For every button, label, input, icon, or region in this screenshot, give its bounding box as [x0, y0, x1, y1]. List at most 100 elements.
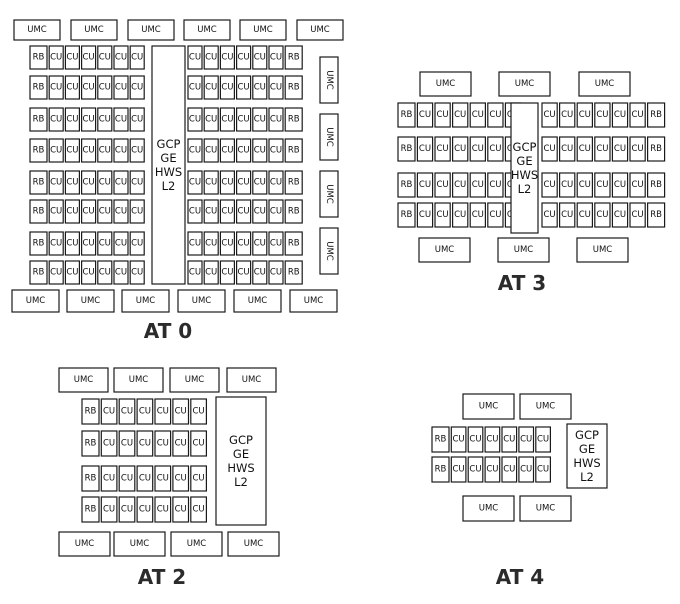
cu-block-frame — [136, 465, 154, 492]
cu-block: CU — [129, 231, 145, 256]
cu-block-frame — [48, 231, 64, 256]
cu-block-frame — [80, 45, 97, 70]
cu-block-label: CU — [454, 144, 466, 154]
cu-block: CU — [203, 75, 219, 100]
cu-block-frame — [501, 456, 518, 483]
cu-block-frame — [487, 202, 504, 228]
cu-block: CU — [611, 102, 629, 128]
cu-block-label: CU — [632, 110, 644, 120]
cu-block-frame — [452, 172, 469, 198]
rb-block: RB — [397, 172, 416, 198]
cu-block-label: CU — [270, 53, 282, 63]
rb-block: RB — [284, 45, 303, 70]
umc-block: UMC — [169, 367, 220, 393]
cu-block-label: CU — [270, 207, 282, 217]
umc-block: UMC — [319, 113, 339, 161]
umc-block: UMC — [498, 71, 551, 97]
umc-block: UMC — [13, 19, 61, 41]
cu-block-frame — [450, 456, 467, 483]
cu-block-frame — [541, 102, 558, 128]
cu-block: CU — [558, 102, 576, 128]
cu-block-label: CU — [454, 110, 466, 120]
umc-block: UMC — [70, 19, 118, 41]
cu-block: CU — [97, 107, 113, 132]
cu-block-label: CU — [221, 268, 233, 278]
cu-block-label: CU — [99, 207, 111, 217]
rb-block-label: RB — [33, 83, 45, 93]
cu-block: CU — [118, 398, 136, 425]
cu-block: CU — [154, 496, 172, 523]
umc-block-frame — [319, 113, 339, 161]
umc-block-label: UMC — [187, 539, 207, 549]
rb-block-label: RB — [288, 83, 300, 93]
umc-block-frame — [121, 289, 170, 313]
cu-block-frame — [416, 172, 434, 198]
cu-block: CU — [558, 172, 576, 198]
cu-block: CU — [541, 136, 558, 162]
cu-block-label: CU — [419, 144, 431, 154]
umc-block-frame — [296, 19, 344, 41]
cu-block-frame — [594, 202, 611, 228]
cu-block: CU — [219, 75, 235, 100]
cu-block-label: CU — [419, 210, 431, 220]
core-block-label: L2 — [518, 182, 532, 196]
umc-block-label: UMC — [479, 504, 499, 514]
cu-block: CU — [97, 138, 113, 163]
umc-block-frame — [169, 367, 220, 393]
cu-block-frame — [154, 430, 172, 457]
rb-block: RB — [29, 260, 48, 285]
cu-block-label: CU — [50, 115, 62, 125]
rb-block-frame — [29, 75, 48, 100]
cu-block-frame — [113, 75, 129, 100]
umc-block-frame — [519, 495, 572, 522]
die-title: AT 3 — [498, 271, 546, 295]
cu-block-label: CU — [99, 83, 111, 93]
cu-block-label: CU — [175, 505, 187, 515]
cu-block-label: CU — [193, 505, 205, 515]
cu-block-frame — [80, 138, 97, 163]
cu-block: CU — [268, 45, 284, 70]
cu-block-label: CU — [254, 268, 266, 278]
cu-block: CU — [236, 107, 252, 132]
cu-block: CU — [118, 430, 136, 457]
umc-block: UMC — [58, 531, 111, 557]
cu-block-label: CU — [254, 239, 266, 249]
rb-block-frame — [646, 202, 666, 228]
rb-block-frame — [284, 170, 303, 195]
rb-block: RB — [646, 102, 666, 128]
cu-block-frame — [629, 136, 646, 162]
cu-block-frame — [518, 426, 535, 453]
cu-block-label: CU — [270, 239, 282, 249]
rb-block-label: RB — [33, 239, 45, 249]
cu-block-label: CU — [270, 146, 282, 156]
umc-block-label: UMC — [185, 375, 205, 385]
rb-block-label: RB — [435, 435, 447, 445]
cu-block: CU — [190, 430, 208, 457]
cu-block: CU — [469, 172, 487, 198]
cu-block-frame — [469, 136, 487, 162]
cu-block-frame — [268, 75, 284, 100]
umc-block: UMC — [418, 237, 471, 263]
cu-block-frame — [219, 231, 235, 256]
cu-block: CU — [487, 136, 504, 162]
rb-block: RB — [284, 75, 303, 100]
cu-block-frame — [187, 138, 203, 163]
cu-block-label: CU — [115, 83, 127, 93]
cu-block-frame — [154, 398, 172, 425]
cu-block-label: CU — [205, 178, 217, 188]
cu-block: CU — [203, 231, 219, 256]
cu-block: CU — [252, 260, 268, 285]
rb-block-label: RB — [85, 407, 97, 417]
cu-block: CU — [252, 45, 268, 70]
cu-block: CU — [100, 430, 118, 457]
cu-block-label: CU — [99, 268, 111, 278]
cu-block-frame — [113, 107, 129, 132]
rb-block: RB — [29, 138, 48, 163]
umc-block: UMC — [11, 289, 60, 313]
umc-block: UMC — [170, 531, 223, 557]
cu-block: CU — [80, 231, 97, 256]
umc-block-frame — [58, 531, 111, 557]
cu-block-label: CU — [189, 53, 201, 63]
cu-block: CU — [594, 202, 611, 228]
